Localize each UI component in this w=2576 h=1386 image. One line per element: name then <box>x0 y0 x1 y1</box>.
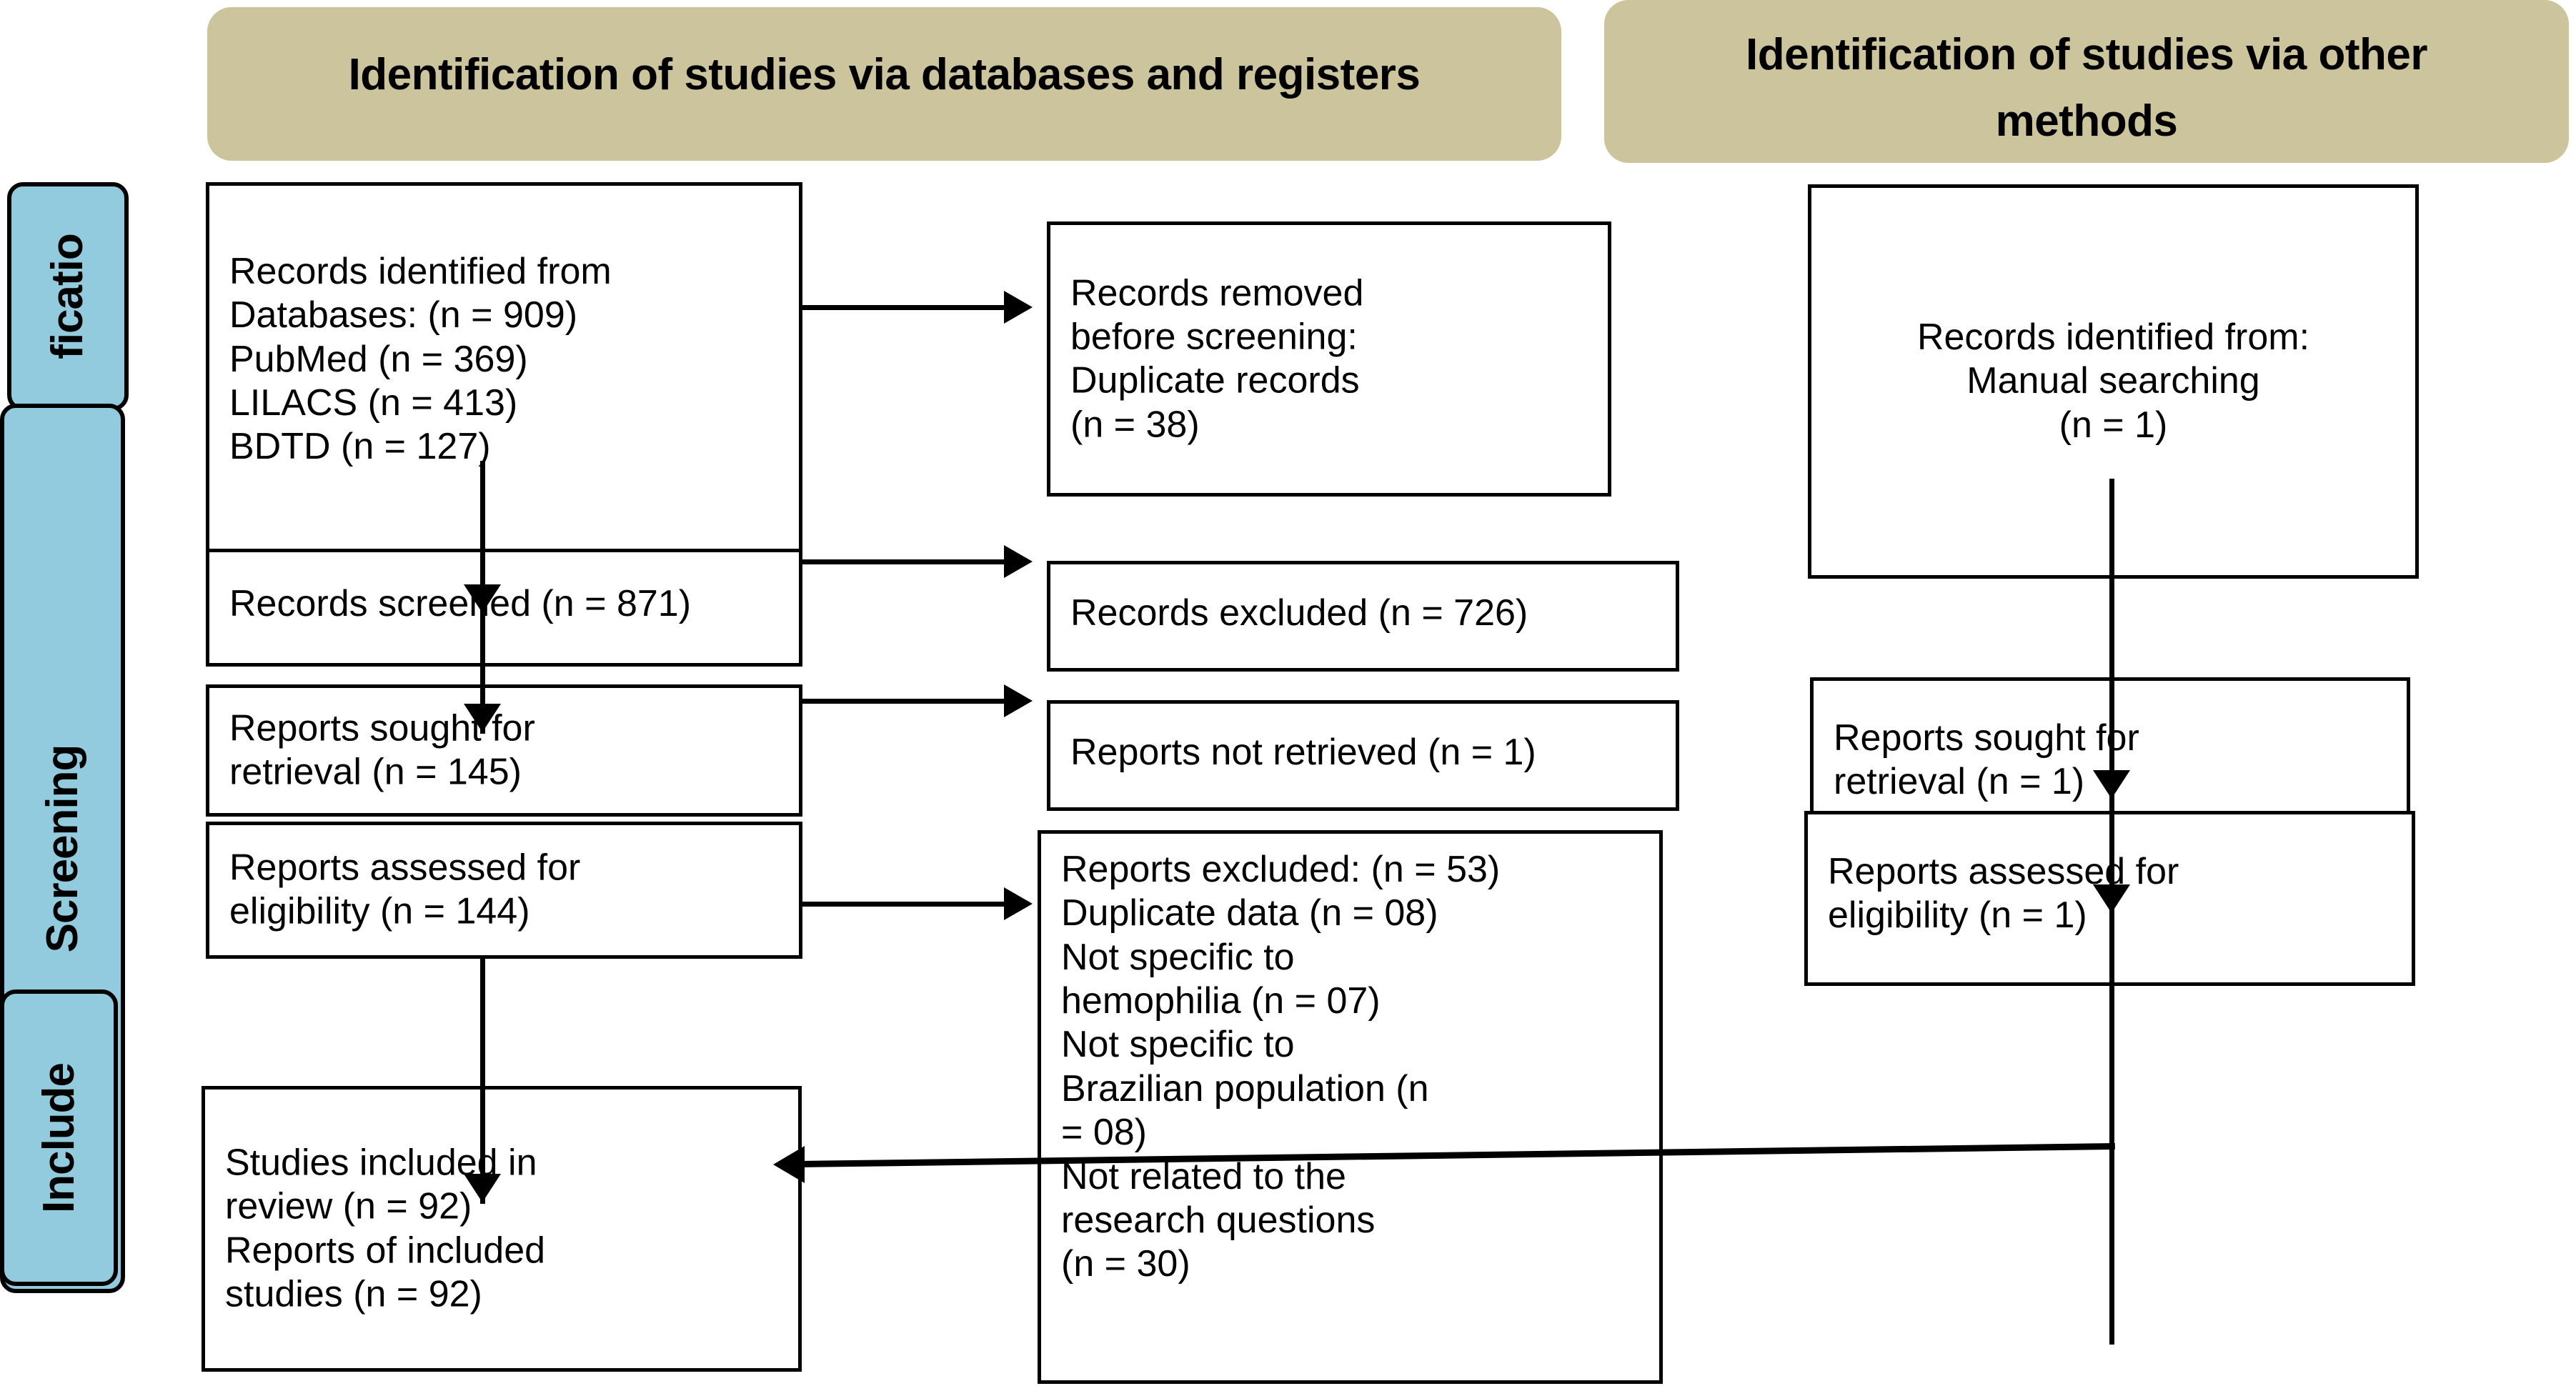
connector-screened-to-sought <box>480 609 485 734</box>
box-records-removed-before-screening: Records removed before screening: Duplic… <box>1047 221 1611 497</box>
rail-identification: ficatio <box>7 182 129 411</box>
box-records-screened: Records screened (n = 871) <box>206 549 802 667</box>
box-reports-not-retrieved: Reports not retrieved (n = 1) <box>1047 700 1679 811</box>
box-reports-excluded-text: Reports excluded: (n = 53) Duplicate dat… <box>1061 849 1501 1285</box>
banner-other-methods: Identification of studies via other meth… <box>1604 0 2569 163</box>
banner-databases-registers-label: Identification of studies via databases … <box>348 50 1421 99</box>
connector-assessed-to-reports-excluded <box>802 902 1010 907</box>
arrowhead-assessed-to-reports-excluded <box>1004 887 1033 920</box>
rail-identification-label: ficatio <box>43 234 92 359</box>
arrowhead-identified-to-screened <box>464 584 501 613</box>
connector-screened-to-excluded <box>802 559 1010 564</box>
box-other-reports-sought-text: Reports sought for retrieval (n = 1) <box>1834 717 2139 803</box>
connector-sought-to-not-retrieved <box>802 699 1010 704</box>
rail-included-label: Include <box>34 1062 84 1213</box>
box-reports-sought-retrieval-text: Reports sought for retrieval (n = 145) <box>229 707 535 793</box>
box-reports-assessed-eligibility-text: Reports assessed for eligibility (n = 14… <box>229 847 581 932</box>
box-records-identified: Records identified from Databases: (n = … <box>206 182 802 554</box>
banner-databases-registers: Identification of studies via databases … <box>207 7 1561 161</box>
connector-assessed-to-included <box>480 957 485 1204</box>
arrowhead-assessed-to-included <box>464 1174 501 1202</box>
box-studies-included: Studies included in review (n = 92) Repo… <box>202 1086 802 1372</box>
box-records-excluded: Records excluded (n = 726) <box>1047 561 1679 672</box>
box-reports-sought-retrieval: Reports sought for retrieval (n = 145) <box>206 684 802 817</box>
connector-other-assessed-to-included <box>2109 909 2114 1345</box>
box-records-removed-before-screening-text: Records removed before screening: Duplic… <box>1070 271 1364 445</box>
rail-screening-label: Screening <box>37 744 87 952</box>
box-reports-assessed-eligibility: Reports assessed for eligibility (n = 14… <box>206 822 802 959</box>
box-records-screened-text: Records screened (n = 871) <box>229 583 692 624</box>
connector-identified-to-removed <box>802 305 1010 310</box>
arrowhead-other-methods-to-studies-included <box>773 1146 805 1183</box>
arrowhead-identified-to-removed <box>1004 291 1033 324</box>
arrowhead-screened-to-excluded <box>1004 545 1033 578</box>
connector-other-identified-to-sought <box>2109 479 2114 782</box>
connector-other-sought-to-assessed <box>2109 793 2114 911</box>
box-other-records-identified-text: Records identified from: Manual searchin… <box>1916 316 2310 446</box>
arrowhead-screened-to-sought <box>464 704 501 732</box>
box-records-identified-text: Records identified from Databases: (n = … <box>229 251 612 468</box>
box-studies-included-text: Studies included in review (n = 92) Repo… <box>225 1142 546 1315</box>
banner-other-methods-label: Identification of studies via other meth… <box>1746 30 2427 146</box>
arrowhead-sought-to-not-retrieved <box>1004 684 1033 717</box>
arrowhead-other-sought-to-assessed <box>2093 884 2130 913</box>
rail-included: Include <box>0 989 118 1286</box>
connector-identified-to-screened <box>480 461 485 614</box>
box-reports-not-retrieved-text: Reports not retrieved (n = 1) <box>1070 732 1536 773</box>
box-reports-excluded: Reports excluded: (n = 53) Duplicate dat… <box>1038 830 1663 1384</box>
box-records-excluded-text: Records excluded (n = 726) <box>1070 592 1528 634</box>
